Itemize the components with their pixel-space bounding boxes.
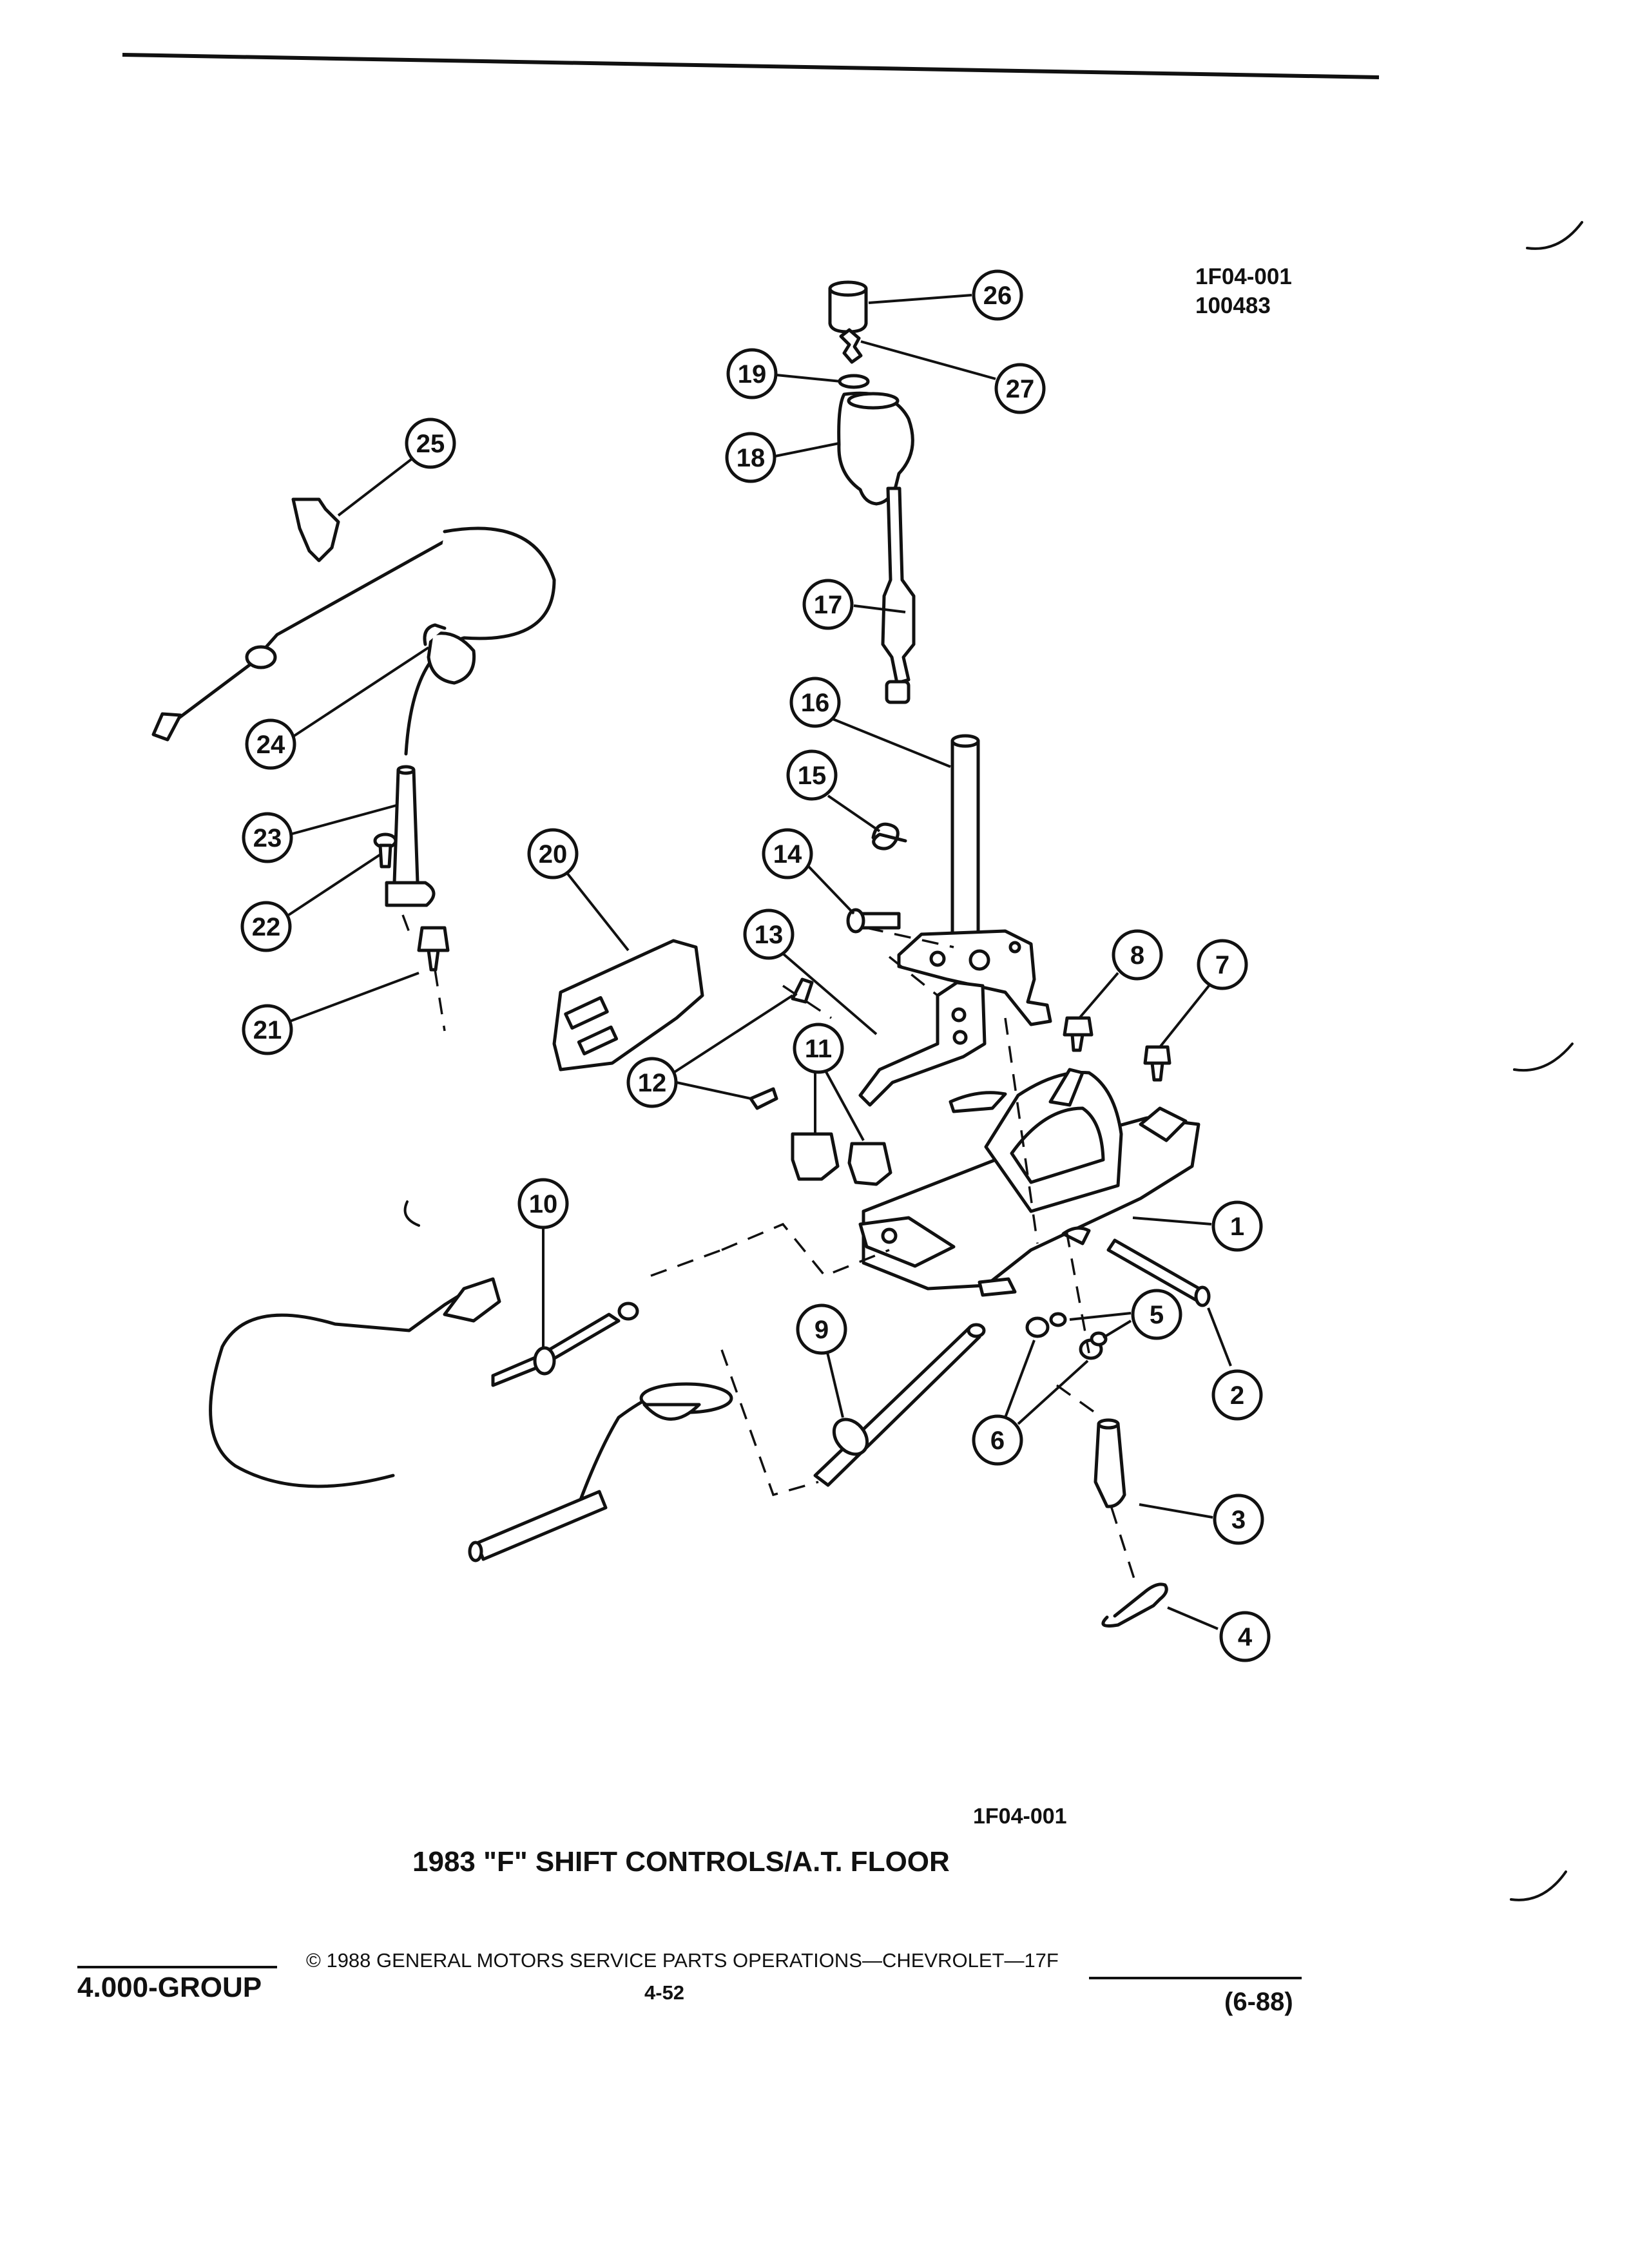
callout-14: 14: [762, 828, 855, 915]
svg-text:21: 21: [253, 1016, 282, 1044]
pivot-stud: [1106, 1238, 1211, 1307]
svg-text:4: 4: [1238, 1623, 1253, 1651]
cable-lever: [1094, 1418, 1126, 1508]
callout-25: 25: [337, 418, 456, 517]
callout-21: 21: [242, 972, 419, 1055]
alignment-lines: [401, 914, 1135, 1579]
svg-text:1: 1: [1230, 1213, 1244, 1241]
svg-text:15: 15: [798, 762, 827, 790]
svg-text:20: 20: [539, 840, 568, 869]
svg-text:12: 12: [638, 1069, 667, 1097]
callout-27: 27: [860, 340, 1046, 414]
footer-group: 4.000-GROUP: [77, 1972, 262, 2003]
detent-spring: [871, 822, 907, 850]
figure-caption: 1983 "F" SHIFT CONTROLS/A.T. FLOOR: [412, 1846, 950, 1878]
svg-text:5: 5: [1150, 1301, 1164, 1329]
callout-9: 9: [796, 1303, 847, 1418]
callout-20: 20: [527, 828, 630, 952]
bolt-7: [1143, 1045, 1171, 1082]
callout-18: 18: [725, 432, 840, 483]
callout-24: 24: [245, 646, 430, 770]
detent-lever: [858, 981, 987, 1107]
callout-2: 2: [1207, 1307, 1263, 1421]
callout-7: 7: [1159, 939, 1248, 1048]
footer-date-code: (6-88): [1224, 1988, 1293, 2016]
svg-text:9: 9: [815, 1316, 829, 1344]
binding-mark-middle: [1513, 1043, 1574, 1072]
cable-clips: [791, 1132, 892, 1186]
svg-text:27: 27: [1006, 375, 1035, 403]
lever-bracket: [897, 929, 1052, 1026]
svg-text:7: 7: [1215, 951, 1229, 979]
park-lock-cable: [209, 1200, 639, 1488]
svg-text:19: 19: [738, 360, 767, 389]
return-spring: [1101, 1582, 1168, 1628]
svg-text:6: 6: [990, 1427, 1005, 1455]
speedometer-cable: [151, 526, 556, 756]
svg-text:14: 14: [773, 840, 802, 869]
binding-mark-bottom: [1510, 1870, 1567, 1901]
callout-15: 15: [786, 749, 881, 832]
callout-5: 5: [1069, 1289, 1182, 1340]
top-rule: [122, 53, 1380, 79]
callout-16: 16: [789, 677, 951, 768]
callout-12: 12: [626, 994, 794, 1108]
svg-text:24: 24: [256, 731, 285, 759]
svg-text:25: 25: [416, 430, 445, 458]
shift-knob: [837, 391, 914, 506]
cable-clip-25: [291, 497, 340, 562]
callout-8: 8: [1078, 929, 1163, 1019]
binding-mark-top: [1526, 221, 1583, 250]
figure-code: 1F04-001: [973, 1804, 1067, 1829]
footer-page-number: 4-52: [644, 1981, 685, 2004]
svg-text:26: 26: [983, 282, 1012, 310]
washers: [1049, 1312, 1108, 1347]
ref-code: 1F04-001: [1195, 264, 1292, 289]
cotter-clip-lower: [749, 1087, 778, 1110]
svg-text:2: 2: [1230, 1381, 1244, 1410]
housing-screw: [373, 832, 398, 869]
callout-11: 11: [793, 1023, 865, 1141]
speedometer-housing: [385, 765, 436, 907]
footer-copyright: © 1988 GENERAL MOTORS SERVICE PARTS OPER…: [306, 1949, 1059, 1972]
bolt-8: [1063, 1016, 1094, 1052]
shift-cable: [468, 1382, 733, 1562]
shift-lever-tube: [950, 734, 980, 936]
callout-10: 10: [517, 1178, 569, 1347]
svg-text:23: 23: [253, 824, 282, 852]
cable-grommet: [423, 623, 476, 685]
cotter-clip-upper: [791, 977, 814, 1004]
callout-4: 4: [1167, 1606, 1271, 1662]
svg-text:8: 8: [1130, 941, 1144, 970]
retainer-clip: [839, 328, 863, 364]
shift-knob-cap: [828, 280, 868, 334]
svg-text:10: 10: [529, 1190, 558, 1218]
callout-3: 3: [1139, 1494, 1264, 1545]
callout-17: 17: [802, 579, 906, 630]
callout-1: 1: [1132, 1200, 1263, 1252]
svg-text:3: 3: [1231, 1506, 1246, 1534]
callout-22: 22: [240, 852, 383, 952]
shift-cable-rod: [813, 1323, 986, 1487]
callout-19: 19: [726, 348, 842, 399]
svg-text:18: 18: [737, 444, 766, 472]
pivot-pin: [846, 908, 901, 934]
svg-text:11: 11: [805, 1035, 832, 1063]
callout-23: 23: [242, 804, 397, 863]
svg-text:13: 13: [755, 921, 784, 949]
retainer-ring: [838, 374, 870, 389]
svg-text:17: 17: [814, 591, 843, 619]
callout-6: 6: [972, 1340, 1089, 1466]
ref-number: 100483: [1195, 293, 1271, 318]
svg-text:16: 16: [801, 689, 830, 717]
shifter-base-plate: [858, 1068, 1200, 1297]
svg-text:22: 22: [252, 913, 281, 941]
driven-gear: [417, 926, 450, 972]
callout-26: 26: [868, 269, 1023, 321]
interlock-bracket: [552, 939, 704, 1072]
callout-13: 13: [743, 908, 878, 1035]
shift-lever-rod: [881, 486, 916, 704]
